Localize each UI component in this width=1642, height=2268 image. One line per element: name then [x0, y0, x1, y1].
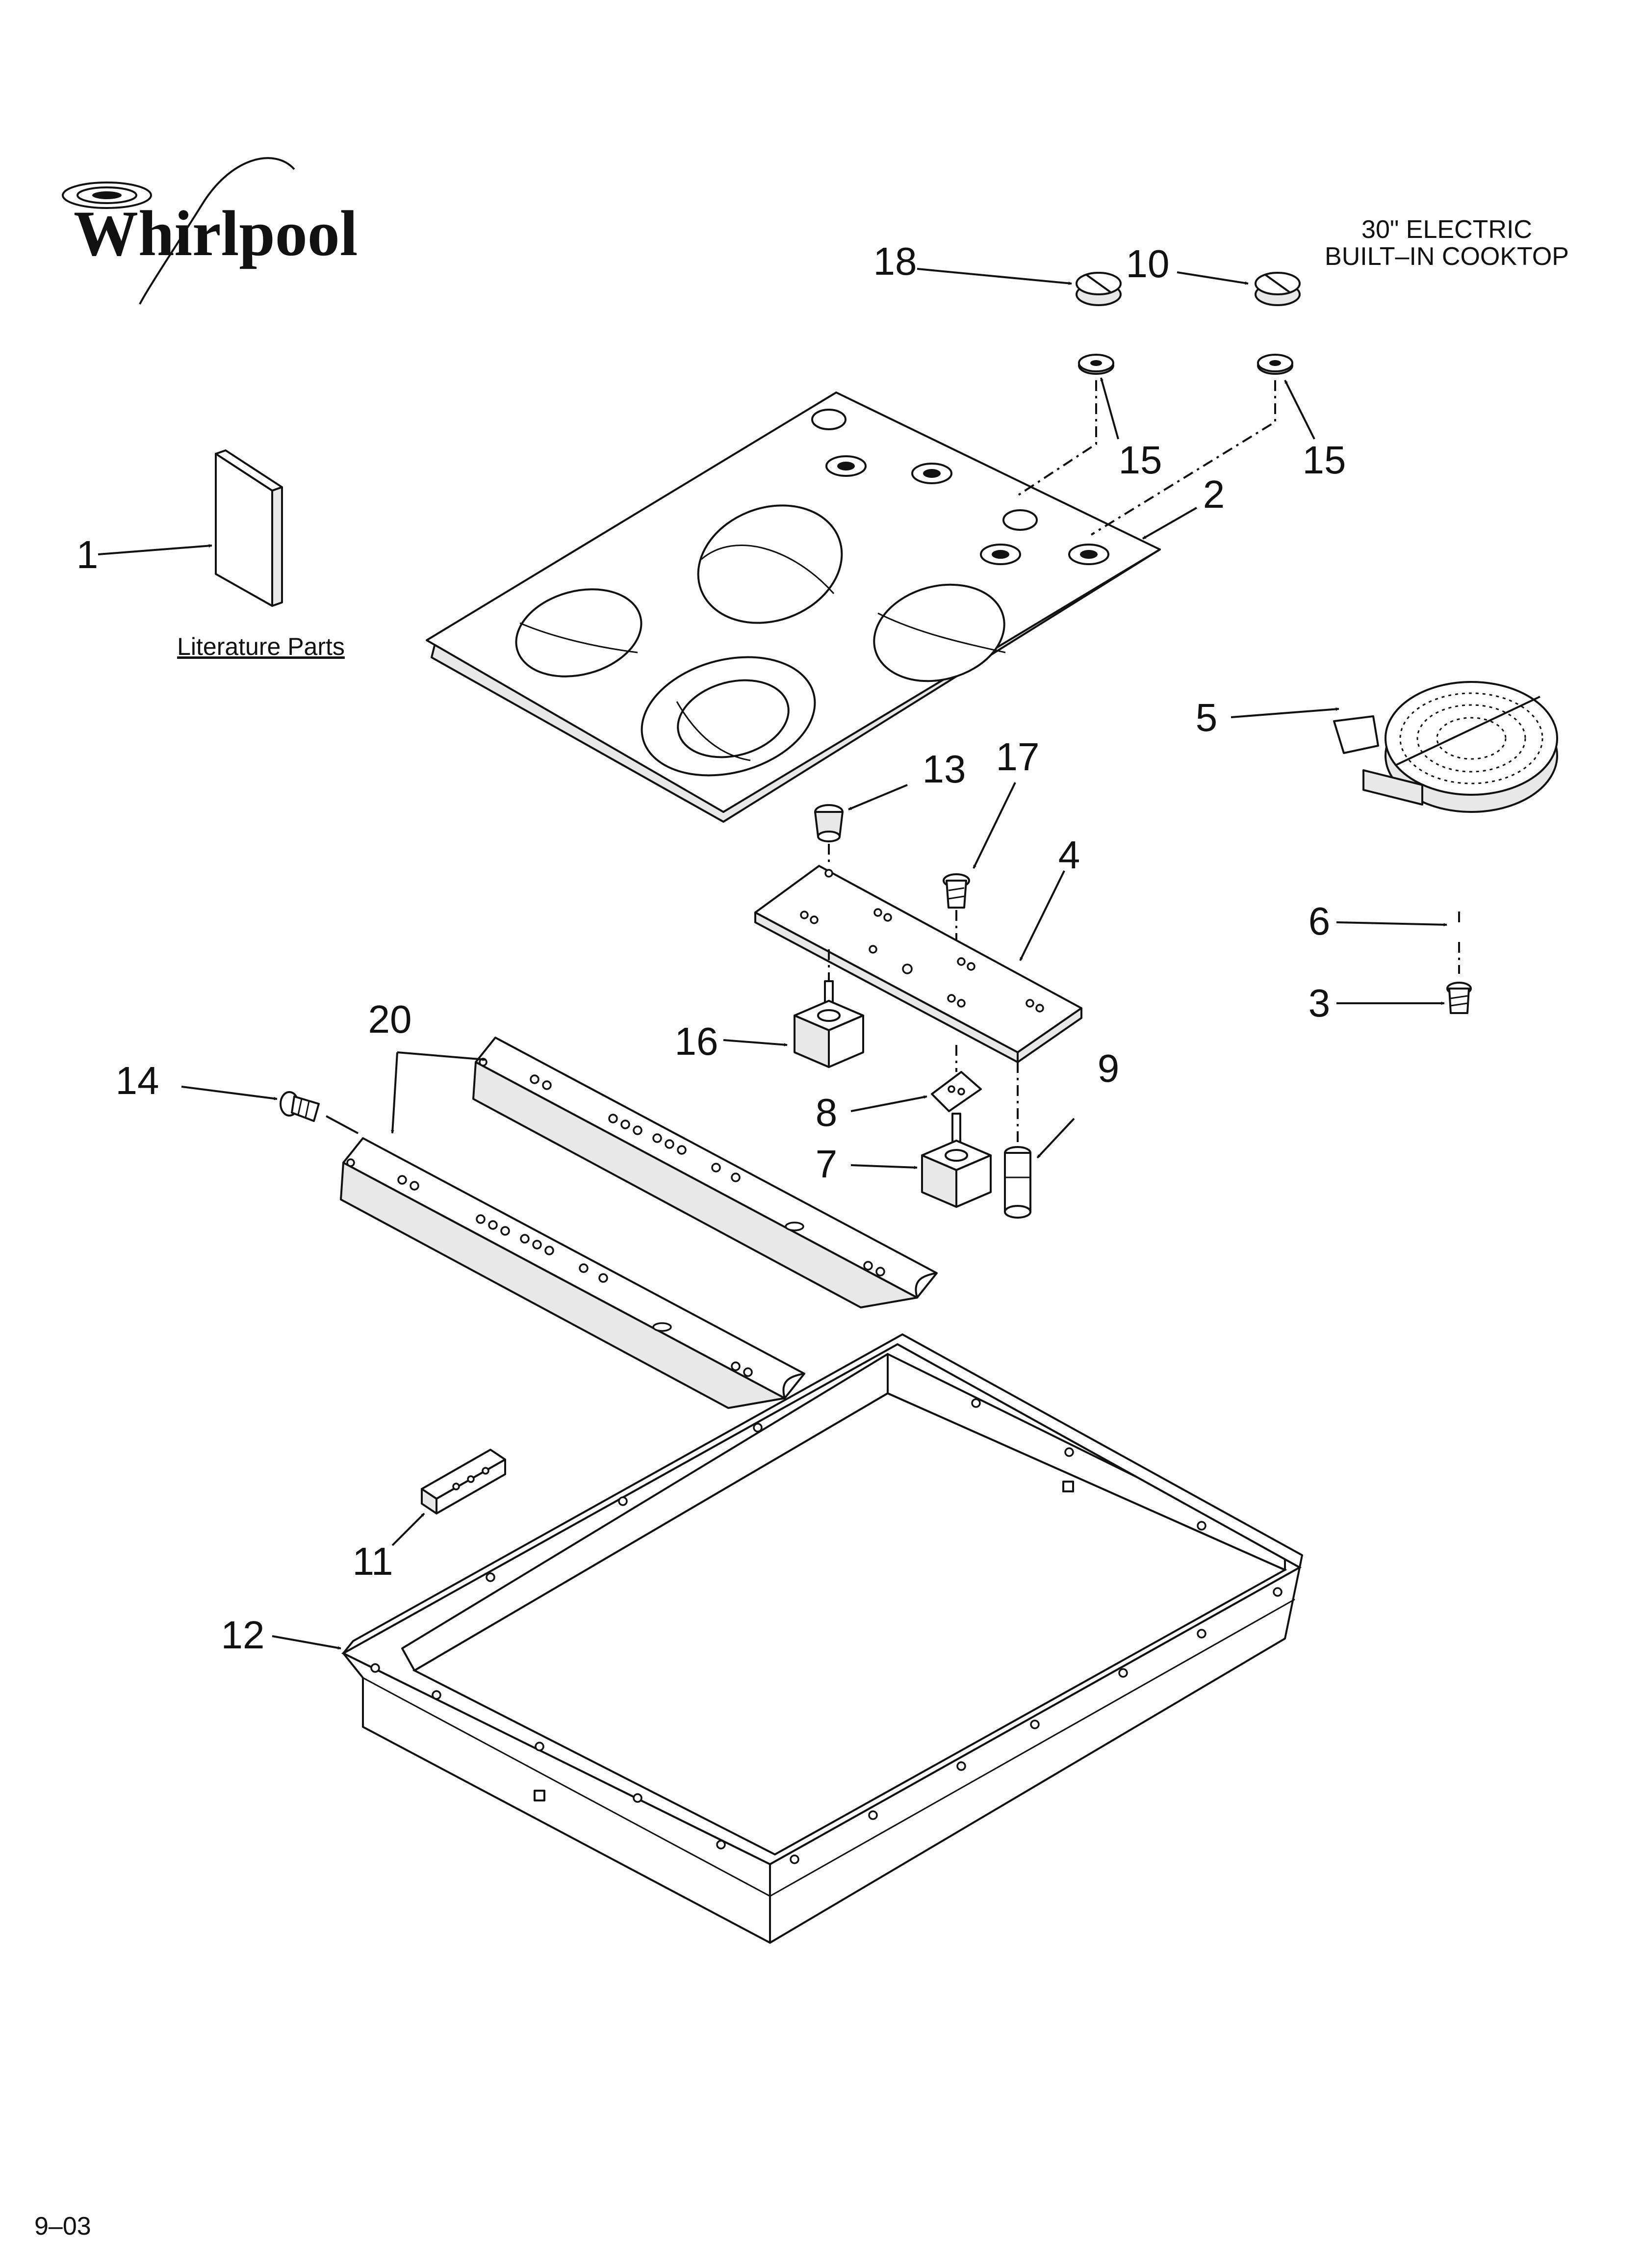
- part-6-screw: 6: [1308, 899, 1460, 974]
- burner-indicator-icons: [825, 455, 1109, 565]
- callout-15-left: 15: [1119, 438, 1162, 482]
- literature-parts-label: Literature Parts: [177, 633, 345, 660]
- callout-18: 18: [873, 239, 917, 283]
- part-18-knob: 18: [873, 239, 1122, 306]
- part-7-switch: 7: [816, 1113, 992, 1208]
- callout-7: 7: [816, 1142, 838, 1186]
- part-11-bracket: 11: [352, 1449, 506, 1583]
- part-4-bracket: 4: [754, 833, 1082, 1063]
- title-line-2: BUILT–IN COOKTOP: [1325, 242, 1569, 271]
- part-15-washer-right: 15: [1257, 354, 1346, 482]
- part-10-knob: 10: [1126, 242, 1301, 306]
- callout-10: 10: [1126, 242, 1170, 286]
- part-15-washer-left: 15: [1078, 354, 1162, 482]
- brand-name: Whirlpool: [74, 197, 358, 269]
- part-17-screw: 17: [943, 735, 1040, 947]
- part-20-rail-lower: [340, 1137, 805, 1409]
- title-line-1: 30" ELECTRIC: [1361, 215, 1532, 244]
- part-20-callout: 20: [368, 997, 486, 1134]
- part-3-screw: 3: [1308, 981, 1472, 1025]
- swirl-icon: [62, 157, 295, 305]
- callout-3: 3: [1308, 981, 1331, 1025]
- callout-9: 9: [1098, 1046, 1120, 1090]
- footer-date-code: 9–03: [34, 2212, 91, 2241]
- callout-17: 17: [996, 735, 1040, 779]
- part-1-literature: 1 Literature Parts: [77, 449, 345, 660]
- diagram-title: 30" ELECTRIC BUILT–IN COOKTOP: [1325, 215, 1569, 271]
- part-13-bumper: 13: [814, 747, 966, 866]
- callout-4: 4: [1058, 833, 1080, 877]
- part-5-radiant-element: 5: [1196, 681, 1558, 813]
- whirlpool-logo: Whirlpool: [62, 157, 358, 305]
- callout-6: 6: [1308, 899, 1331, 943]
- callout-16: 16: [675, 1019, 718, 1063]
- knob-leader-lines: [1017, 380, 1276, 536]
- part-14-screw: 14: [116, 1059, 359, 1134]
- callout-13: 13: [923, 747, 966, 791]
- callout-14: 14: [116, 1059, 159, 1102]
- callout-1: 1: [77, 533, 99, 576]
- callout-20: 20: [368, 997, 412, 1041]
- callout-12: 12: [221, 1613, 265, 1657]
- callout-2: 2: [1203, 472, 1225, 516]
- part-12-box: 12: [221, 1333, 1303, 1944]
- callout-8: 8: [816, 1091, 838, 1134]
- part-16-switch: 16: [675, 949, 864, 1068]
- callout-11: 11: [352, 1539, 393, 1583]
- part-2-cooktop-glass: 2: [426, 391, 1225, 823]
- callout-5: 5: [1196, 696, 1218, 739]
- callout-15-right: 15: [1303, 438, 1346, 482]
- part-9-spacer: 9: [1004, 1046, 1120, 1219]
- part-8-clip: 8: [816, 1045, 982, 1134]
- part-20-rail-upper: [472, 1037, 938, 1308]
